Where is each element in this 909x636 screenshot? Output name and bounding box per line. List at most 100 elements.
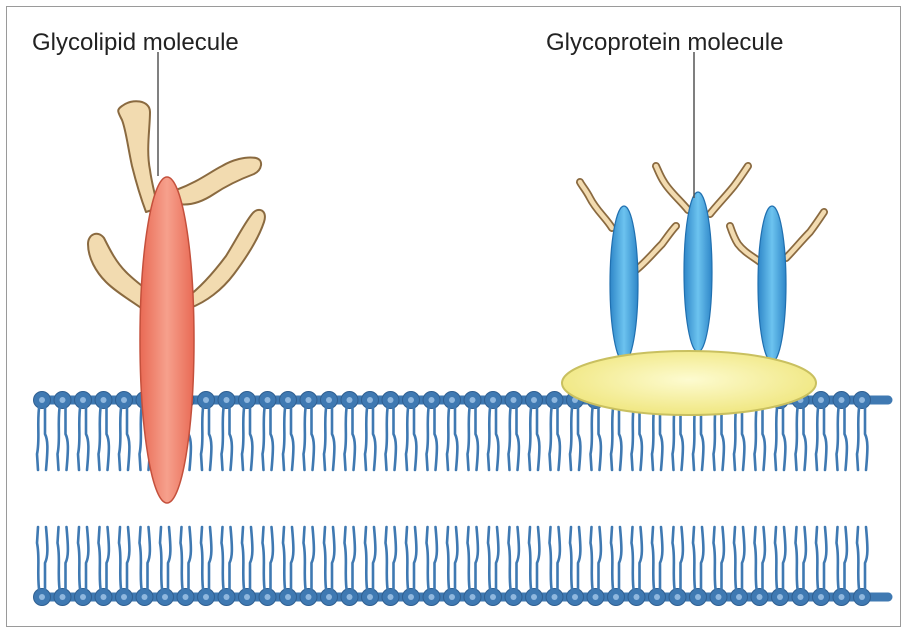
phospholipid-tail — [558, 527, 560, 589]
phospholipid-tail — [386, 527, 388, 589]
phospholipid — [464, 527, 481, 606]
phospholipid-head-highlight — [654, 594, 660, 600]
phospholipid-tail — [345, 527, 347, 589]
phospholipid-head-highlight — [449, 594, 455, 600]
phospholipid-tail — [455, 527, 457, 589]
phospholipid-head-highlight — [60, 594, 66, 600]
phospholipid-tail — [127, 527, 129, 589]
phospholipid-tail — [722, 527, 724, 589]
phospholipid-head-highlight — [634, 594, 640, 600]
phospholipid-tail — [632, 408, 634, 470]
phospholipid-head-highlight — [101, 397, 107, 403]
phospholipid-tail — [304, 527, 306, 589]
phospholipid-tail — [148, 527, 150, 589]
phospholipid-tail — [140, 527, 142, 589]
phospholipid-head-highlight — [326, 594, 332, 600]
phospholipid — [177, 527, 194, 606]
phospholipid-tail — [78, 527, 80, 589]
phospholipid — [34, 392, 51, 471]
phospholipid — [444, 527, 461, 606]
phospholipid-head-highlight — [429, 594, 435, 600]
phospholipid-head-highlight — [408, 397, 414, 403]
phospholipid-tail — [755, 408, 757, 470]
phospholipid-tail — [496, 408, 498, 470]
phospholipid-tail — [652, 527, 654, 589]
phospholipid-tail — [529, 527, 531, 589]
phospholipid-tail — [734, 527, 736, 589]
phospholipid — [690, 527, 707, 606]
phospholipid-tail — [804, 408, 806, 470]
phospholipid-tail — [578, 527, 580, 589]
phospholipid — [505, 527, 522, 606]
phospholipid-tail — [291, 408, 293, 470]
phospholipid-head-highlight — [101, 594, 107, 600]
phospholipid-head-highlight — [839, 594, 845, 600]
phospholipid-tail — [230, 527, 232, 589]
phospholipid-head-highlight — [265, 397, 271, 403]
phospholipid-head-highlight — [675, 594, 681, 600]
phospholipid-tail — [332, 408, 334, 470]
phospholipid-head-highlight — [244, 397, 250, 403]
phospholipid-head-highlight — [449, 397, 455, 403]
phospholipid — [731, 527, 748, 606]
phospholipid-tail — [722, 408, 724, 470]
phospholipid-head-highlight — [470, 397, 476, 403]
phospholipid-tail — [783, 527, 785, 589]
phospholipid-tail — [488, 408, 490, 470]
phospholipid-tail — [468, 408, 470, 470]
phospholipid-tail — [66, 527, 68, 589]
phospholipid-head-highlight — [511, 594, 517, 600]
phospholipid-tail — [45, 527, 47, 589]
phospholipid-tail — [78, 408, 80, 470]
phospholipid — [628, 527, 645, 606]
phospholipid-tail — [570, 408, 572, 470]
phospholipid — [34, 527, 51, 606]
phospholipid — [95, 392, 112, 471]
phospholipid-tail — [86, 408, 88, 470]
phospholipid-tail — [558, 408, 560, 470]
phospholipid-head-highlight — [183, 594, 189, 600]
phospholipid-tail — [427, 408, 429, 470]
phospholipid-head-highlight — [388, 397, 394, 403]
phospholipid-tail — [591, 527, 593, 589]
glycolipid-sugar-chain — [118, 101, 158, 212]
phospholipid — [403, 392, 420, 471]
protein-base — [562, 351, 816, 415]
phospholipid-tail — [857, 408, 859, 470]
glycoprotein-sugar-chain — [710, 166, 748, 214]
phospholipid-tail — [447, 527, 449, 589]
phospholipid-tail — [701, 408, 703, 470]
phospholipid-head-highlight — [60, 397, 66, 403]
phospholipid — [239, 527, 256, 606]
phospholipid — [218, 392, 235, 471]
glycoprotein-sugar-chain — [730, 226, 760, 262]
phospholipid-tail — [99, 408, 101, 470]
phospholipid-tail — [652, 408, 654, 470]
phospholipid-tail — [611, 408, 613, 470]
phospholipid-tail — [263, 527, 265, 589]
phospholipid-tail — [837, 408, 839, 470]
phospholipid-head-highlight — [859, 594, 865, 600]
glycolipid-label: Glycolipid molecule — [32, 31, 239, 55]
glycolipid-molecule — [88, 101, 265, 503]
phospholipid-tail — [517, 408, 519, 470]
phospholipid — [608, 527, 625, 606]
phospholipid-tail — [304, 408, 306, 470]
phospholipid-head-highlight — [367, 397, 373, 403]
phospholipid-tail — [283, 408, 285, 470]
phospholipid-tail — [537, 527, 539, 589]
phospholipid-tail — [681, 408, 683, 470]
phospholipid-tail — [58, 527, 60, 589]
phospholipid — [300, 527, 317, 606]
phospholipid — [833, 527, 850, 606]
phospholipid-tail — [107, 527, 109, 589]
phospholipid-head-highlight — [572, 594, 578, 600]
phospholipid-tail — [181, 527, 183, 589]
phospholipid-tail — [763, 408, 765, 470]
phospholipid-tail — [476, 527, 478, 589]
phospholipid — [423, 527, 440, 606]
phospholipid-tail — [619, 527, 621, 589]
phospholipid-head-highlight — [818, 594, 824, 600]
